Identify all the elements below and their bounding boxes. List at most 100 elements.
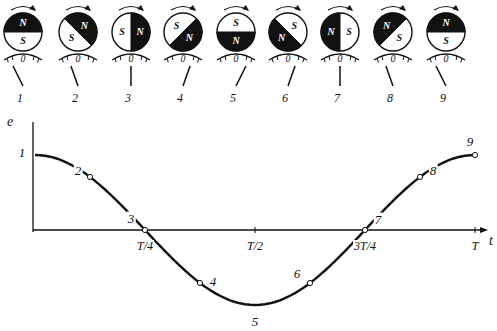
arrow-head [346,5,353,11]
pole-letter: S [20,36,26,46]
meter-needle [13,66,23,86]
rotor-outline [217,13,255,51]
scale-tick [225,56,227,60]
scale-tick [355,58,356,62]
pole-letter: S [119,27,125,37]
arrow-head [189,5,196,11]
scale-tick [303,58,304,62]
time-mark: 3T/4 [353,240,377,252]
time-mark: T [471,240,480,252]
scale-tick [403,56,405,60]
scale-tick [172,56,174,60]
position-number: 6 [282,92,288,104]
pole-letter: S [233,18,239,28]
curve-point-number: 6 [293,267,302,280]
pole-letter: S [69,33,75,43]
meter-needle [436,66,446,86]
dial-zero: 0 [234,54,239,64]
magnet-shape [162,11,204,53]
rotor-outline [59,13,97,51]
scale-tick [198,58,199,62]
scale-tick [120,56,122,60]
arrow-head [294,5,301,11]
scale-tick [377,58,378,62]
scale-tick [146,58,147,62]
curve-point-number: 9 [466,135,475,148]
magnet-circle: NS [2,11,44,53]
scale-tick [329,56,331,60]
curve-point [142,227,147,232]
curve-point-number: 4 [209,275,218,288]
scale-tick [246,56,248,60]
dial-zero: 0 [286,54,291,64]
rotor-outline [164,13,202,51]
meter-needle [71,66,78,86]
curve-point [197,280,202,285]
scale-tick [62,58,63,62]
curve-point [472,152,477,157]
position-number: 4 [177,92,183,104]
position-number: 8 [387,92,393,104]
curve-point-number: 7 [374,213,383,226]
rotor-outline [269,13,307,51]
t-axis [33,229,486,230]
time-mark: T/2 [246,240,264,252]
magnet-circle: NS [372,11,414,53]
curve-point [307,280,312,285]
meter-needle [130,66,132,86]
scale-tick [115,58,116,62]
scale-tick [193,56,195,60]
scale-tick [272,58,273,62]
scale-tick [220,58,221,62]
arrow-head [84,5,91,11]
dial-zero: 0 [21,54,26,64]
scale-tick [251,58,252,62]
scale-tick [324,58,325,62]
axis-arrow [480,227,488,233]
scale-tick [67,56,69,60]
position-number: 3 [125,92,131,104]
meter-needle [236,66,246,86]
pole-letter: N [232,36,239,46]
curve-point [417,174,422,179]
scale-tick [408,58,409,62]
pole-letter: N [81,21,88,31]
north-half [65,13,97,45]
north-half [170,19,202,51]
rotor-outline [321,13,359,51]
curve-point-number: 5 [251,315,260,328]
magnet-circle: SN [162,11,204,53]
axis-label: t [489,234,493,248]
pole-letter: N [186,33,193,43]
position-number: 1 [17,92,23,104]
magnet-circle: SN [110,11,152,53]
magnet-shape [267,11,309,53]
scale-tick [456,56,458,60]
north-half [269,19,301,51]
axis-tick [255,227,256,233]
position-number: 5 [230,92,236,104]
scale-tick [33,56,35,60]
scale-tick [141,56,143,60]
pole-letter: S [346,27,352,37]
arrow-head [29,5,36,11]
dial-zero: 0 [444,54,449,64]
arrow-head [137,5,144,11]
pole-letter: N [442,18,449,28]
scale-tick [350,56,352,60]
pole-letter: N [19,18,26,28]
curve-point-number: 2 [74,164,83,177]
dial-zero: 0 [129,54,134,64]
north-half [321,13,340,51]
scale-tick [7,58,8,62]
curve-point [362,227,367,232]
curve-point-number: 3 [127,212,136,225]
arrow-head [399,5,406,11]
scale-tick [461,58,462,62]
dial-zero: 0 [391,54,396,64]
pole-letter: S [397,33,403,43]
scale-tick [298,56,300,60]
curve-point-number: 1 [18,146,27,159]
magnet-circle: NS [267,11,309,53]
